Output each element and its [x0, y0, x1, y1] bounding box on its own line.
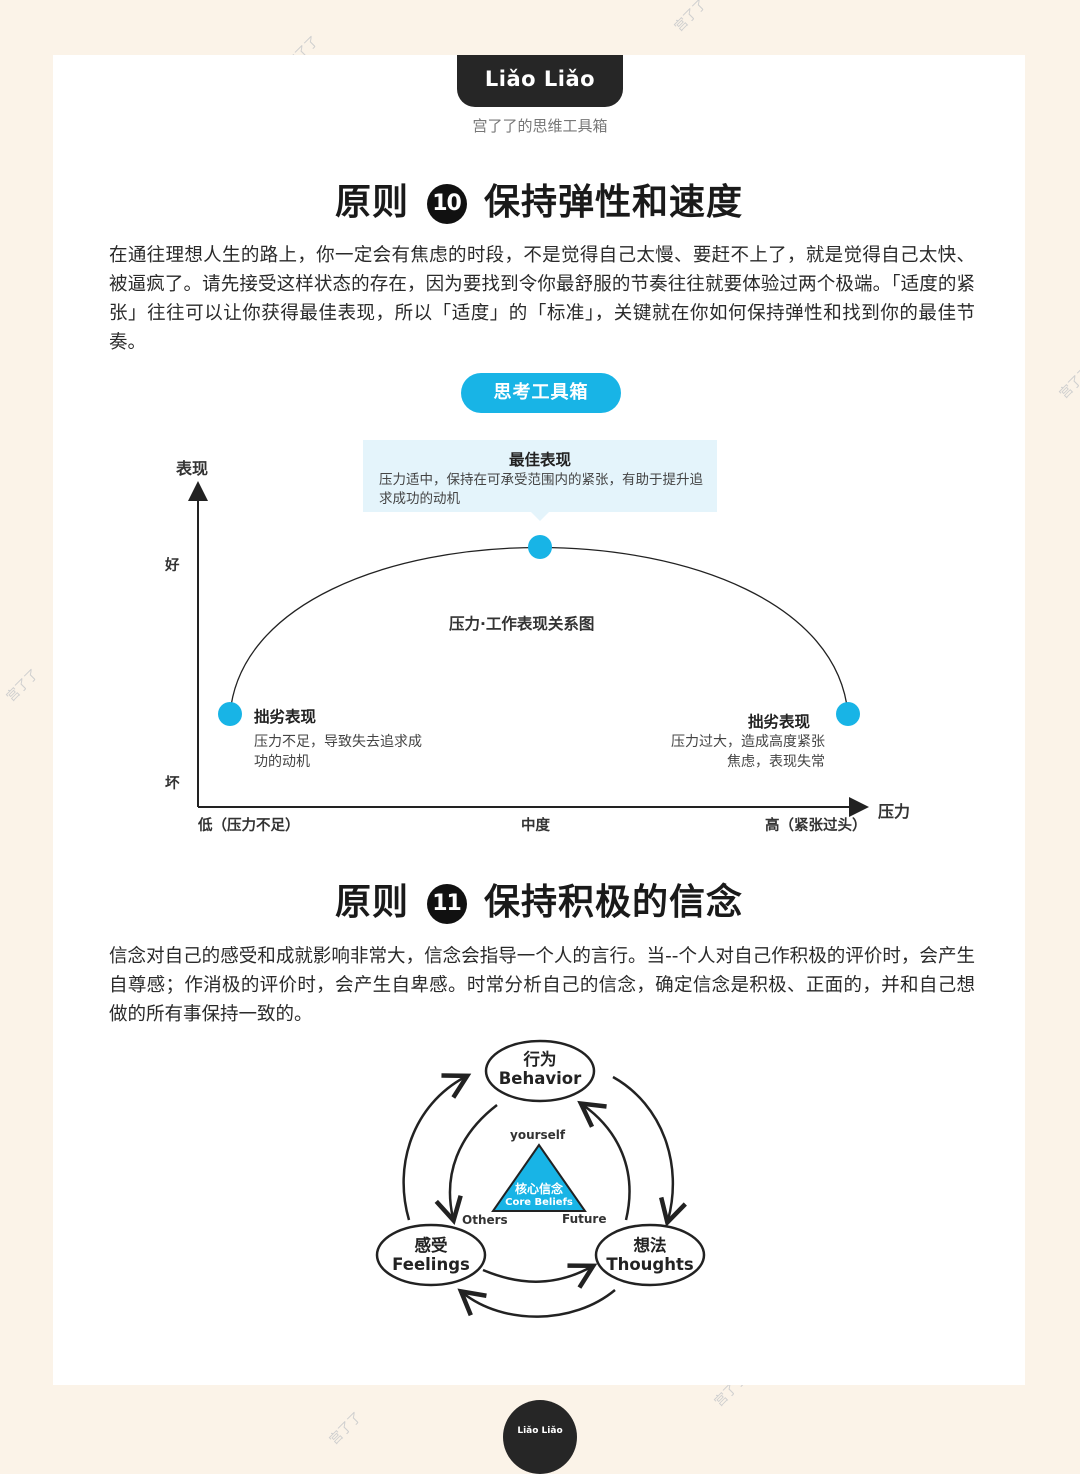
thoughts-en: Thoughts [606, 1255, 694, 1274]
arrow-behavior-to-feelings [434, 1104, 498, 1225]
tooltip-arrow [531, 512, 549, 521]
high-point-title: 拙劣表现 [748, 713, 811, 731]
section11-heading: 原则 11 保持积极的信念 [53, 873, 1025, 925]
chart-point-2 [836, 702, 860, 726]
behavior-cn: 行为 [523, 1050, 557, 1069]
x-tick-high: 高（紧张过头） [765, 818, 867, 834]
core-beliefs-en: Core Beliefs [505, 1197, 573, 1208]
brand-logo: Liǎo Liǎo [484, 67, 596, 91]
watermark: 宫了了 [3, 666, 43, 706]
y-tick-bad: 坏 [165, 776, 180, 792]
low-point-title: 拙劣表现 [254, 708, 317, 726]
brand-logo-box: Liǎo Liǎo [457, 55, 623, 107]
section10-heading: 原则 10 保持弹性和速度 [53, 173, 1025, 225]
arrow-behavior-to-thoughts [612, 1075, 687, 1227]
stress-performance-chart [188, 481, 869, 817]
content-card: Liǎo Liǎo 宫了了的思维工具箱 原则 10 保持弹性和速度 在通往理想人… [53, 55, 1025, 1385]
chart-point-1 [528, 535, 552, 559]
principle-number-badge: 10 [426, 184, 467, 224]
heading-title: 保持弹性和速度 [484, 182, 744, 223]
low-point-desc: 压力不足，导致失去追求成功的动机 [254, 734, 422, 770]
feelings-label: 感受 Feelings [377, 1236, 485, 1274]
core-beliefs-diagram [375, 1039, 706, 1318]
section10-paragraph: 在通往理想人生的路上，你一定会有焦虑的时段，不是觉得自己太慢、要赶不上了，就是觉… [109, 245, 975, 353]
watermark: 宫了了 [671, 0, 711, 36]
thoughts-ellipse [594, 1223, 706, 1287]
arrow-feelings-to-thoughts [482, 1263, 598, 1289]
y-axis-label: 表现 [176, 459, 209, 478]
feelings-en: Feelings [392, 1255, 470, 1274]
section11-paragraph: 信念对自己的感受和成就影响非常大，信念会指导一个人的言行。当--个人对自己作积极… [109, 946, 975, 1025]
best-performance-desc: 压力适中，保持在可承受范围内的紧张，有助于提升追求成功的动机 [379, 472, 703, 507]
heading-prefix: 原则 [334, 182, 409, 223]
chart-point-0 [218, 702, 242, 726]
arrow-thoughts-to-feelings [457, 1288, 616, 1318]
principle-number-badge: 11 [426, 884, 467, 924]
corner-future: Future [562, 1212, 607, 1226]
behavior-ellipse [484, 1039, 596, 1103]
bottom-badge-text: Liǎo Liǎo [517, 1426, 563, 1436]
y-tick-good: 好 [165, 558, 180, 574]
bottom-brand-badge: Liǎo Liǎo [503, 1400, 577, 1474]
best-performance-title: 最佳表现 [508, 451, 571, 469]
behavior-label: 行为 Behavior [486, 1050, 594, 1088]
chart-title: 压力·工作表现关系图 [449, 615, 595, 633]
x-tick-low: 低（压力不足） [198, 818, 300, 834]
high-point-desc: 压力过大，造成高度紧张焦虑，表现失常 [671, 734, 825, 770]
thoughts-cn: 想法 [633, 1236, 667, 1255]
x-tick-mid: 中度 [521, 818, 550, 834]
toolbox-pill: 思考工具箱 [461, 373, 621, 413]
arrow-thoughts-to-behavior [577, 1100, 631, 1221]
brand-subtitle: 宫了了的思维工具箱 [472, 117, 608, 135]
core-beliefs-triangle [491, 1143, 587, 1212]
watermark: 宫了了 [1056, 363, 1080, 403]
watermark: 宫了了 [326, 1409, 366, 1449]
heading-prefix: 原则 [334, 882, 409, 923]
thoughts-label: 想法 Thoughts [596, 1236, 704, 1274]
core-beliefs-cn: 核心信念 [514, 1182, 563, 1196]
feelings-cn: 感受 [414, 1236, 448, 1255]
core-beliefs-label: 核心信念 Core Beliefs [489, 1182, 589, 1210]
best-performance-tooltip: 最佳表现 压力适中，保持在可承受范围内的紧张，有助于提升追求成功的动机 [363, 440, 717, 512]
behavior-en: Behavior [498, 1069, 582, 1088]
feelings-ellipse [375, 1223, 487, 1287]
heading-title: 保持积极的信念 [484, 882, 744, 923]
corner-others: Others [462, 1213, 508, 1227]
arrow-feelings-to-behavior [402, 1073, 472, 1221]
corner-yourself: yourself [510, 1128, 566, 1142]
x-axis-label: 压力 [878, 802, 911, 821]
